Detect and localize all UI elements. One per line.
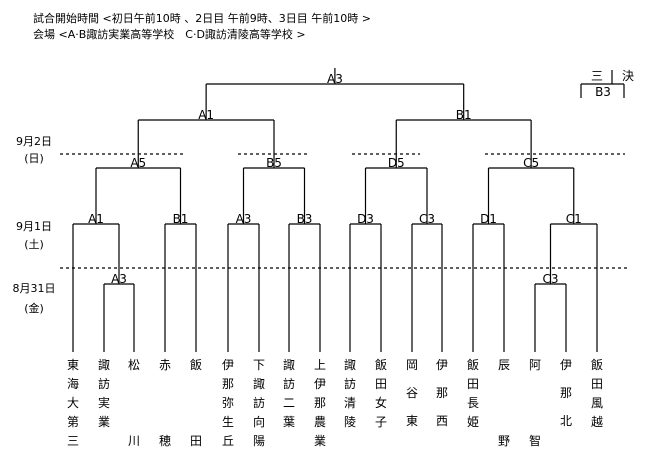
team-9-char: 伊 [314,377,326,391]
team-17-char: 那 [560,386,572,400]
team-17-char: 伊 [560,358,572,372]
team-11-char: 子 [375,415,387,429]
team-9-char: 業 [314,434,326,448]
date-label-2: 9月1日 [16,220,52,233]
team-16-char: 智 [529,433,541,448]
team-6-char: 那 [222,377,234,391]
team-8-char: 二 [283,396,295,410]
team-2-char: 実 [98,395,110,410]
third-place-label-left: 三 [591,69,603,83]
team-10-char: 陵 [344,415,356,429]
team-10-char: 清 [344,396,356,410]
team-4-char: 穂 [159,434,171,448]
team-9-char: 上 [314,358,326,372]
team-6-char: 弥 [222,395,234,410]
team-3-char: 松 [128,358,140,372]
day-label-1: (日) [24,152,44,165]
third-place-match-label: B3 [595,85,611,99]
team-12-char: 谷 [406,386,418,400]
team-3-char: 川 [128,434,140,448]
team-7-char: 下 [253,358,265,372]
team-8-char: 諏 [283,357,295,372]
team-9-char: 農 [314,415,326,429]
team-11-char: 飯 [375,357,387,372]
team-15-char: 辰 [498,358,510,372]
day-label-3: (金) [24,301,44,315]
team-11-char: 女 [375,395,387,410]
team-2-char: 業 [98,415,110,429]
team-8-char: 葉 [283,415,295,429]
team-6-char: 丘 [222,434,234,448]
team-1-char: 東 [67,358,79,372]
team-7-char: 陽 [253,434,265,448]
team-10-char: 諏 [344,357,356,372]
team-17-char: 北 [560,414,572,428]
team-14-char: 田 [467,377,479,391]
team-6-char: 生 [222,415,234,429]
team-5-char: 飯 [190,357,202,372]
team-1-char: 海 [67,376,79,391]
team-11-char: 田 [375,377,387,391]
team-12-char: 岡 [406,358,418,372]
team-12-char: 東 [406,414,418,428]
venue-text: 会場 <A·B諏訪実業高等学校 C·D諏訪清陵高等学校 > [33,28,306,41]
date-label-3: 8月31日 [13,282,56,295]
team-7-char: 諏 [253,376,265,391]
team-18-char: 越 [591,415,603,429]
team-10-char: 訪 [344,376,356,391]
team-13-char: 伊 [436,358,448,372]
team-14-char: 姫 [467,415,479,429]
team-18-char: 飯 [591,357,603,372]
team-8-char: 訪 [283,376,295,391]
team-13-char: 西 [436,414,448,428]
team-16-char: 阿 [529,358,541,372]
team-18-char: 田 [591,377,603,391]
start-times-text: 試合開始時間 <初日午前10時 、2日目 午前9時、3日目 午前10時 > [33,12,371,25]
team-15-char: 野 [498,434,510,448]
team-13-char: 那 [436,386,448,400]
team-14-char: 飯 [467,357,479,372]
day-label-2: (土) [24,238,44,251]
team-1-char: 第 [67,415,79,429]
team-2-char: 訪 [98,376,110,391]
team-2-char: 諏 [98,357,110,372]
team-6-char: 伊 [222,358,234,372]
team-4-char: 赤 [159,358,171,372]
team-1-char: 大 [67,396,79,410]
team-18-char: 風 [591,396,603,410]
team-7-char: 向 [253,414,265,429]
team-1-char: 三 [67,434,79,448]
third-place-label-right: 決 [622,69,634,83]
team-7-char: 訪 [253,395,265,410]
team-9-char: 那 [314,396,326,410]
team-14-char: 長 [467,396,479,410]
date-label-1: 9月2日 [16,135,52,148]
team-5-char: 田 [190,434,202,448]
